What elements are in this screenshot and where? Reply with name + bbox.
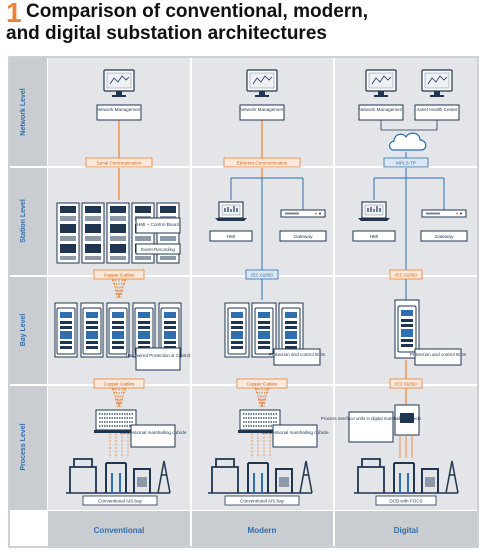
marshalling-cubicle-box bbox=[130, 424, 176, 448]
level-label-process: Process Level bbox=[20, 423, 27, 470]
relay-icon bbox=[108, 307, 128, 355]
figure-title: 1 Comparison of conventional, modern, an… bbox=[6, 0, 481, 44]
level-label-bay: Bay Level bbox=[20, 314, 27, 347]
level-label-station: Station Level bbox=[20, 199, 27, 243]
ied-icon bbox=[281, 307, 301, 355]
asset-health-box bbox=[414, 104, 460, 121]
ied-icon bbox=[254, 307, 274, 355]
column-footer-modern: Modern bbox=[248, 526, 277, 535]
iec61850-tag-bay bbox=[389, 378, 423, 389]
yard-label-modern: Conventional AIS bay bbox=[240, 499, 285, 504]
yard-label-box bbox=[224, 495, 300, 506]
network-management-box bbox=[239, 104, 285, 121]
relay-icon bbox=[134, 307, 154, 355]
gateway-label: Gateway bbox=[294, 234, 314, 240]
iec61850-tag-station bbox=[245, 269, 279, 280]
copper-cables-tag-bay bbox=[93, 378, 145, 389]
marshalling-cubicle-label: Conventional marshalling cubicle bbox=[261, 430, 329, 435]
yard-label-box bbox=[82, 495, 158, 506]
hmi-control-board-label: HMI + Control Board bbox=[137, 222, 179, 227]
mpls-tp-label: MPLS-TP bbox=[396, 161, 416, 166]
event-recording-label: Event Recording bbox=[141, 247, 175, 252]
ied-icon bbox=[227, 307, 247, 355]
hmi-box bbox=[352, 230, 396, 242]
process-interface-box bbox=[348, 411, 394, 443]
network-management-box bbox=[96, 104, 142, 121]
protection-ieds-label: Protection and control IEDs bbox=[410, 352, 467, 357]
iec61850-tag-station bbox=[389, 269, 423, 280]
network-management-label: Network Management bbox=[97, 107, 143, 112]
gateway-icon bbox=[421, 209, 467, 218]
iec61850-label-station: IEC 61850 bbox=[251, 273, 273, 278]
svg-text:Process Level: Process Level bbox=[20, 423, 27, 470]
hmi-laptop-icon bbox=[357, 201, 391, 222]
marshalling-cubicle-label: Conventional marshalling cubicle bbox=[119, 430, 187, 435]
process-interface-label: Process interface units in digital marsh… bbox=[321, 416, 422, 421]
gateway-label: Gateway bbox=[435, 234, 455, 240]
svg-text:Bay Level: Bay Level bbox=[20, 314, 27, 347]
network-management-label: Network Management bbox=[359, 107, 405, 112]
control-cabinet-icon bbox=[106, 202, 130, 264]
control-cabinet-icon bbox=[56, 202, 80, 264]
figure-title-line1: Comparison of conventional, modern, bbox=[26, 1, 369, 22]
protection-ieds-box bbox=[273, 348, 321, 366]
ied-icon bbox=[397, 305, 417, 353]
column-footer-conventional: Conventional bbox=[94, 526, 145, 535]
svg-text:Station Level: Station Level bbox=[20, 199, 27, 243]
asset-health-label: Asset Health Center bbox=[416, 107, 458, 112]
control-cabinet-icon bbox=[81, 202, 105, 264]
network-management-label: Network Management bbox=[240, 107, 286, 112]
event-recording-box bbox=[135, 243, 181, 255]
copper-cables-label-station: Copper Cables bbox=[104, 273, 135, 278]
yard-label-box bbox=[375, 495, 437, 506]
relay-icon bbox=[82, 307, 102, 355]
hmi-box bbox=[209, 230, 253, 242]
yard-label-conventional: Conventional AIS bay bbox=[98, 499, 143, 504]
hmi-laptop-icon bbox=[214, 201, 248, 222]
gateway-box bbox=[279, 230, 327, 242]
hmi-label: HMI bbox=[370, 234, 379, 240]
iec61850-label-station: IEC 61850 bbox=[395, 273, 417, 278]
level-sidebar bbox=[10, 58, 47, 510]
yard-label-digital: DCB with FOCS bbox=[389, 499, 422, 504]
network-management-box bbox=[358, 104, 404, 121]
serial-communication-label: Serial Communication bbox=[97, 161, 142, 166]
ethernet-communication-label: Ethernet Communication bbox=[237, 161, 288, 166]
figure-number: 1 bbox=[6, 0, 22, 28]
iec61850-label-bay: IEC 61850 bbox=[395, 382, 417, 387]
svg-text:Network Management: Network Management bbox=[97, 107, 143, 112]
copper-cables-label-bay: Copper Cables bbox=[104, 382, 135, 387]
protection-ieds-label: Protection and control IEDs bbox=[269, 352, 326, 357]
hmi-control-board-box bbox=[135, 217, 181, 234]
svg-text:Network Level: Network Level bbox=[20, 88, 27, 136]
relay-icon bbox=[160, 307, 180, 355]
column-footer-digital: Digital bbox=[394, 526, 418, 535]
mpls-tp-tag bbox=[383, 157, 429, 168]
protection-ieds-box bbox=[414, 348, 462, 366]
relay-icon bbox=[56, 307, 76, 355]
copper-cables-label-modern: Copper Cables bbox=[247, 382, 278, 387]
copper-cables-tag-modern bbox=[236, 378, 288, 389]
marshalling-cubicle-box bbox=[272, 424, 318, 448]
ethernet-communication-tag bbox=[223, 157, 301, 168]
gateway-icon bbox=[280, 209, 326, 218]
copper-cables-tag-station bbox=[93, 269, 145, 280]
figure-title-line2: and digital substation architectures bbox=[6, 23, 327, 44]
serial-communication-tag bbox=[85, 157, 153, 168]
gateway-box bbox=[420, 230, 468, 242]
level-label-network: Network Level bbox=[20, 88, 27, 136]
hard-wired-box bbox=[135, 347, 181, 371]
hmi-label: HMI bbox=[227, 234, 236, 240]
hard-wired-label: Hard-wired Protection & Control bbox=[126, 353, 191, 358]
